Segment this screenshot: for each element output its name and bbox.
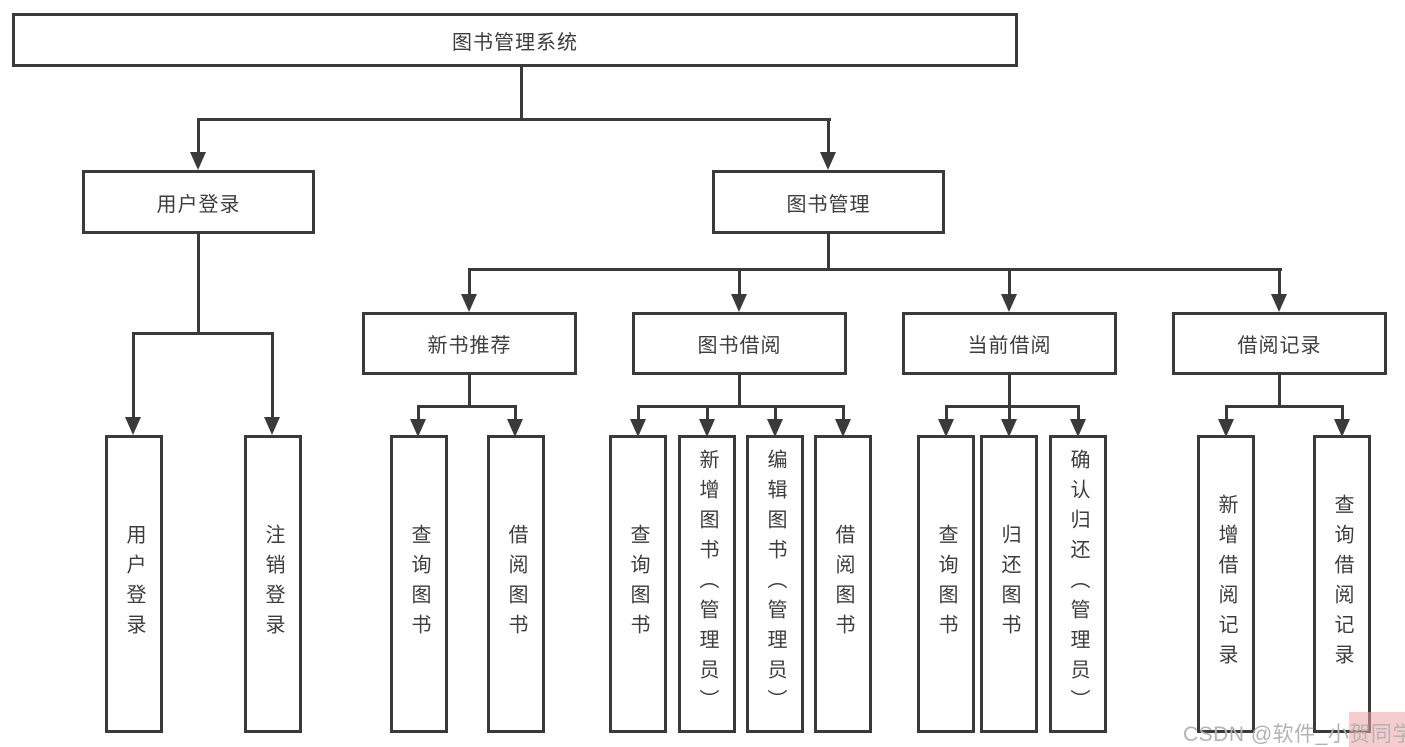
connector-line bbox=[774, 405, 777, 421]
leaf-label: 借阅图书 bbox=[832, 524, 854, 644]
connector-line bbox=[738, 375, 741, 408]
connector-line bbox=[1278, 268, 1281, 296]
leaf-return-book: 归还图书 bbox=[980, 435, 1038, 733]
connector-line bbox=[842, 405, 845, 421]
connector-line bbox=[1008, 375, 1011, 408]
connector-line bbox=[132, 332, 135, 418]
arrow-down-icon bbox=[1271, 294, 1287, 312]
leaf-label: 确认归还（管理员） bbox=[1067, 449, 1089, 719]
connector-line bbox=[271, 332, 274, 418]
leaf-user-login: 用户登录 bbox=[105, 435, 163, 733]
leaf-label: 查询图书 bbox=[935, 524, 957, 644]
connector-line bbox=[1341, 405, 1344, 421]
node-new-book-recommend: 新书推荐 bbox=[362, 312, 577, 375]
node-library-system: 图书管理系统 bbox=[12, 13, 1018, 67]
arrow-down-icon bbox=[767, 419, 783, 437]
connector-line bbox=[520, 67, 523, 121]
leaf-logout: 注销登录 bbox=[244, 435, 302, 733]
arrow-down-icon bbox=[630, 419, 646, 437]
leaf-label: 归还图书 bbox=[998, 524, 1020, 644]
arrow-down-icon bbox=[835, 419, 851, 437]
leaf-query-book-under-borrow: 查询图书 bbox=[609, 435, 667, 733]
connector-line bbox=[468, 375, 471, 408]
connector-line bbox=[945, 405, 1080, 408]
arrow-down-icon bbox=[1070, 419, 1086, 437]
leaf-label: 新增借阅记录 bbox=[1215, 494, 1237, 674]
arrow-down-icon bbox=[1218, 419, 1234, 437]
connector-line bbox=[197, 234, 200, 335]
connector-line bbox=[1278, 375, 1281, 408]
leaf-label: 查询图书 bbox=[408, 524, 430, 644]
connector-line bbox=[945, 405, 948, 421]
leaf-add-book-admin: 新增图书（管理员） bbox=[678, 435, 736, 733]
arrow-down-icon bbox=[410, 419, 426, 437]
arrow-down-icon bbox=[1334, 419, 1350, 437]
arrow-down-icon bbox=[264, 417, 280, 435]
connector-line bbox=[637, 405, 640, 421]
connector-line bbox=[417, 405, 420, 421]
node-book-management: 图书管理 bbox=[712, 170, 945, 234]
leaf-borrow-book-under-borrow: 借阅图书 bbox=[814, 435, 872, 733]
node-book-borrow: 图书借阅 bbox=[632, 312, 847, 375]
leaf-confirm-return-admin: 确认归还（管理员） bbox=[1049, 435, 1107, 733]
connector-line bbox=[468, 268, 471, 296]
watermark: CSDN @软件_小贺同学 bbox=[1183, 723, 1405, 746]
arrow-down-icon bbox=[820, 152, 836, 170]
leaf-label: 查询借阅记录 bbox=[1331, 494, 1353, 674]
watermark-highlight bbox=[1349, 712, 1405, 747]
connector-line bbox=[637, 405, 845, 408]
arrow-down-icon bbox=[507, 419, 523, 437]
arrow-down-icon bbox=[699, 419, 715, 437]
leaf-borrow-book-under-recommend: 借阅图书 bbox=[487, 435, 545, 733]
arrow-down-icon bbox=[190, 152, 206, 170]
leaf-query-borrow-record: 查询借阅记录 bbox=[1313, 435, 1371, 733]
leaf-edit-book-admin: 编辑图书（管理员） bbox=[746, 435, 804, 733]
leaf-label: 新增图书（管理员） bbox=[696, 449, 718, 719]
connector-line bbox=[468, 268, 1282, 271]
leaf-label: 查询图书 bbox=[627, 524, 649, 644]
leaf-query-book-under-recommend: 查询图书 bbox=[390, 435, 448, 733]
connector-line bbox=[417, 405, 517, 408]
connector-line bbox=[1225, 405, 1344, 408]
connector-line bbox=[1008, 268, 1011, 296]
leaf-add-borrow-record: 新增借阅记录 bbox=[1197, 435, 1255, 733]
arrow-down-icon bbox=[1001, 419, 1017, 437]
connector-line bbox=[197, 118, 831, 121]
arrow-down-icon bbox=[461, 294, 477, 312]
arrow-down-icon bbox=[1001, 294, 1017, 312]
node-current-borrow: 当前借阅 bbox=[902, 312, 1117, 375]
node-borrow-record: 借阅记录 bbox=[1172, 312, 1387, 375]
connector-line bbox=[827, 118, 830, 155]
connector-line bbox=[197, 118, 200, 155]
connector-line bbox=[1225, 405, 1228, 421]
arrow-down-icon bbox=[731, 294, 747, 312]
connector-line bbox=[1008, 405, 1011, 421]
leaf-label: 借阅图书 bbox=[505, 524, 527, 644]
leaf-label: 注销登录 bbox=[262, 524, 284, 644]
connector-line bbox=[132, 332, 274, 335]
connector-line bbox=[827, 234, 830, 271]
leaf-query-book-under-current: 查询图书 bbox=[917, 435, 975, 733]
connector-line bbox=[738, 268, 741, 296]
leaf-label: 用户登录 bbox=[123, 524, 145, 644]
connector-line bbox=[706, 405, 709, 421]
node-user-login: 用户登录 bbox=[82, 170, 315, 234]
leaf-label: 编辑图书（管理员） bbox=[764, 449, 786, 719]
connector-line bbox=[1077, 405, 1080, 421]
arrow-down-icon bbox=[125, 417, 141, 435]
connector-line bbox=[514, 405, 517, 421]
arrow-down-icon bbox=[938, 419, 954, 437]
